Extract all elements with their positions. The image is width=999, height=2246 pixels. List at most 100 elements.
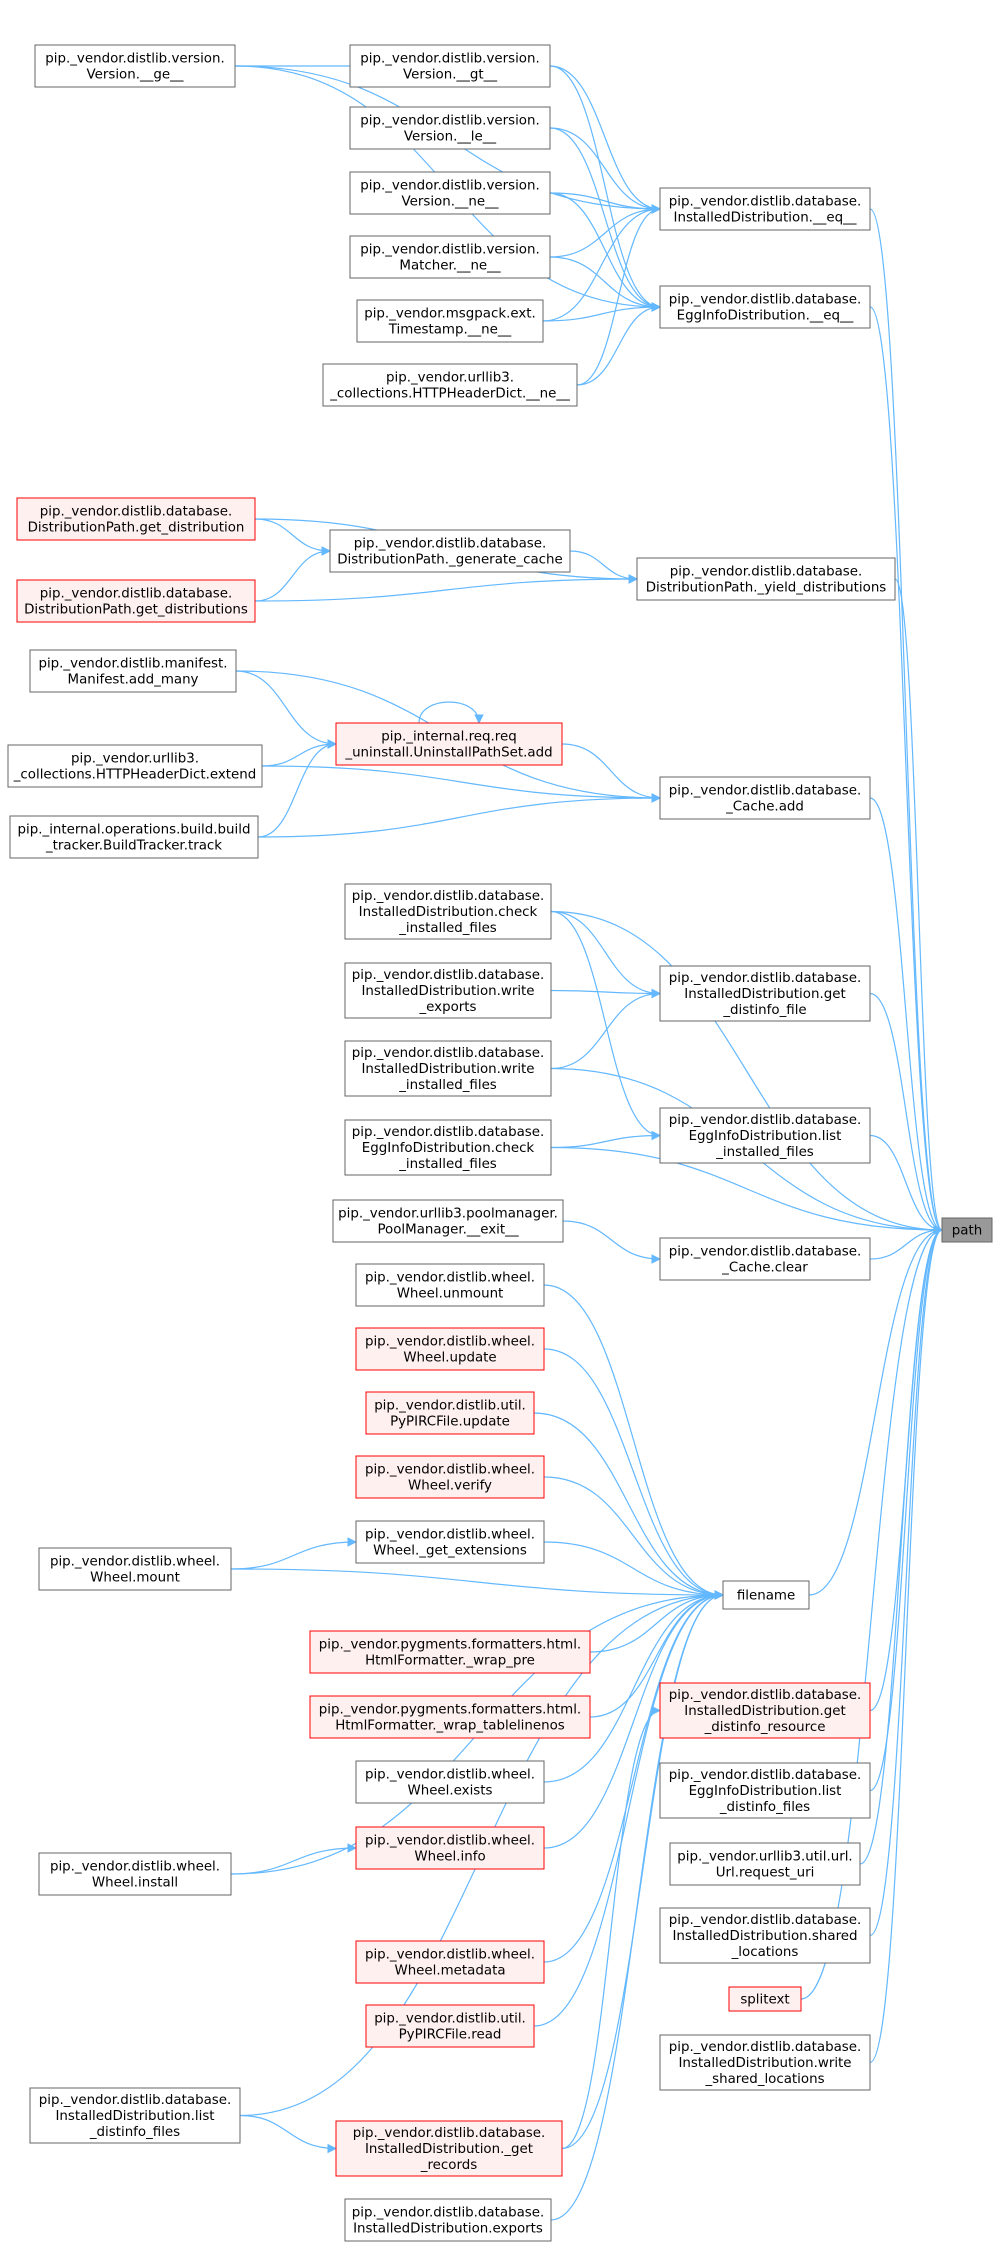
node-box [349, 171, 551, 215]
node-label-line: pip._vendor.distlib.wheel. [365, 1463, 535, 1478]
graph-node-wve[interactable]: pip._vendor.distlib.wheel.Wheel.verify [355, 1455, 545, 1499]
node-label-line: Manifest.add_many [68, 673, 199, 688]
node-label-line: EggInfoDistribution.check [362, 1141, 535, 1156]
graph-node-cadd[interactable]: pip._vendor.distlib.database._Cache.add [659, 776, 871, 820]
node-box [329, 529, 571, 573]
graph-node-hext[interactable]: pip._vendor.urllib3._collections.HTTPHea… [7, 744, 263, 788]
graph-node-yd[interactable]: pip._vendor.distlib.database.Distributio… [636, 557, 896, 601]
graph-node-cif[interactable]: pip._vendor.distlib.database.InstalledDi… [344, 883, 552, 940]
edge-n_hwp-to-n_fn [589, 1590, 724, 1653]
graph-node-ildf[interactable]: pip._vendor.distlib.database.InstalledDi… [29, 2087, 241, 2144]
graph-node-fn[interactable]: filename [722, 1580, 810, 1610]
graph-node-hwp[interactable]: pip._vendor.pygments.formatters.html.Htm… [309, 1630, 591, 1674]
edge-n_prd-to-n_fn [533, 1590, 724, 2027]
node-label-line: pip._vendor.distlib.version. [360, 52, 540, 67]
node-label-line: Wheel._get_extensions [373, 1544, 527, 1559]
graph-node-mne[interactable]: pip._vendor.distlib.version.Matcher.__ne… [349, 235, 551, 279]
node-box [365, 1391, 535, 1435]
graph-node-gt[interactable]: pip._vendor.distlib.version.Version.__gt… [349, 44, 551, 88]
node-box [355, 1327, 545, 1371]
node-label-line: Version.__ge__ [86, 68, 183, 83]
graph-node-pup[interactable]: pip._vendor.distlib.util.PyPIRCFile.upda… [365, 1391, 535, 1435]
edge-n_cif-to-n_elif [550, 910, 661, 1141]
graph-node-isl[interactable]: pip._vendor.distlib.database.InstalledDi… [659, 1907, 871, 1964]
node-label-line: pip._vendor.distlib.database. [669, 971, 862, 986]
graph-node-gds[interactable]: pip._vendor.distlib.database.Distributio… [16, 579, 256, 623]
graph-node-ideq[interactable]: pip._vendor.distlib.database.InstalledDi… [659, 187, 871, 231]
graph-node-uru[interactable]: pip._vendor.urllib3.util.url.Url.request… [669, 1842, 861, 1886]
node-label-line: InstalledDistribution.get [684, 987, 845, 1002]
node-box [332, 1199, 564, 1243]
node-label-line: pip._vendor.distlib.wheel. [50, 1860, 220, 1875]
graph-node-iwsl[interactable]: pip._vendor.distlib.database.InstalledDi… [659, 2034, 871, 2091]
graph-node-vne[interactable]: pip._vendor.distlib.version.Version.__ne… [349, 171, 551, 215]
graph-node-winst[interactable]: pip._vendor.distlib.wheel.Wheel.install [38, 1852, 232, 1896]
node-label-line: Wheel.info [414, 1850, 485, 1865]
graph-node-gdr[interactable]: pip._vendor.distlib.database.InstalledDi… [659, 1682, 871, 1739]
node-label-line: pip._vendor.distlib.database. [354, 537, 547, 552]
node-box [659, 2034, 871, 2091]
graph-node-cclr[interactable]: pip._vendor.distlib.database._Cache.clea… [659, 1237, 871, 1281]
node-label-line: pip._vendor.distlib.wheel. [365, 1768, 535, 1783]
node-box [355, 1940, 545, 1984]
node-label-line: pip._vendor.distlib.database. [40, 505, 233, 520]
node-box [355, 1263, 545, 1307]
graph-node-wif[interactable]: pip._vendor.distlib.database.InstalledDi… [344, 1040, 552, 1097]
graph-node-mam[interactable]: pip._vendor.distlib.manifest.Manifest.ad… [29, 649, 237, 693]
edge-n_gt-to-n_ideq [549, 65, 661, 214]
edge-n_wmo-to-n_wgx [230, 1537, 357, 1570]
node-label-line: pip._vendor.pygments.formatters.html. [319, 1703, 581, 1718]
edge-n_edeq-to-n_path [869, 306, 943, 1235]
node-box [344, 962, 552, 1019]
graph-node-wun[interactable]: pip._vendor.distlib.wheel.Wheel.unmount [355, 1263, 545, 1307]
graph-node-eldf[interactable]: pip._vendor.distlib.database.EggInfoDist… [659, 1762, 871, 1819]
graph-node-ecif[interactable]: pip._vendor.distlib.database.EggInfoDist… [344, 1119, 552, 1176]
node-box [355, 1455, 545, 1499]
node-label-line: EggInfoDistribution.list [689, 1784, 842, 1799]
graph-node-hne[interactable]: pip._vendor.urllib3._collections.HTTPHea… [322, 363, 578, 407]
graph-node-wup[interactable]: pip._vendor.distlib.wheel.Wheel.update [355, 1327, 545, 1371]
graph-node-wex[interactable]: pip._vendor.distlib.database.InstalledDi… [344, 962, 552, 1019]
graph-node-iex[interactable]: pip._vendor.distlib.database.InstalledDi… [344, 2198, 552, 2242]
graph-node-igr[interactable]: pip._vendor.distlib.database.InstalledDi… [335, 2120, 563, 2177]
edge-n_elif-to-n_path [869, 1134, 943, 1235]
graph-node-hwt[interactable]: pip._vendor.pygments.formatters.html.Htm… [309, 1695, 591, 1739]
node-label-line: InstalledDistribution.write [361, 1062, 534, 1077]
graph-node-pme[interactable]: pip._vendor.urllib3.poolmanager.PoolMana… [332, 1199, 564, 1243]
node-label-line: filename [737, 1589, 795, 1604]
edge-n_eldf-to-n_path [869, 1225, 943, 1792]
graph-node-tne[interactable]: pip._vendor.msgpack.ext.Timestamp.__ne__ [356, 299, 544, 343]
graph-node-wexi[interactable]: pip._vendor.distlib.wheel.Wheel.exists [355, 1760, 545, 1804]
graph-node-wgx[interactable]: pip._vendor.distlib.wheel.Wheel._get_ext… [355, 1520, 545, 1564]
edge-n_btt-to-n_uadd [257, 739, 337, 838]
graph-node-gd[interactable]: pip._vendor.distlib.database.Distributio… [16, 497, 256, 541]
graph-node-ge[interactable]: pip._vendor.distlib.version.Version.__ge… [34, 44, 236, 88]
graph-node-le[interactable]: pip._vendor.distlib.version.Version.__le… [349, 106, 551, 150]
node-label-line: path [952, 1224, 982, 1239]
graph-node-gc[interactable]: pip._vendor.distlib.database.Distributio… [329, 529, 571, 573]
edge-n_gc-to-n_yd [569, 550, 638, 584]
node-box [7, 744, 263, 788]
graph-node-splt[interactable]: splitext [728, 1986, 802, 2012]
node-box [722, 1580, 810, 1610]
edge-n_gds-to-n_gc [254, 546, 331, 602]
graph-node-gdf[interactable]: pip._vendor.distlib.database.InstalledDi… [659, 965, 871, 1022]
node-label-line: _installed_files [715, 1145, 814, 1160]
node-box [659, 1762, 871, 1819]
graph-node-winf[interactable]: pip._vendor.distlib.wheel.Wheel.info [355, 1826, 545, 1870]
graph-node-edeq[interactable]: pip._vendor.distlib.database.EggInfoDist… [659, 285, 871, 329]
graph-node-uadd[interactable]: pip._internal.req.req_uninstall.Uninstal… [335, 722, 563, 766]
graph-node-prd[interactable]: pip._vendor.distlib.util.PyPIRCFile.read [365, 2004, 535, 2048]
node-box [344, 1040, 552, 1097]
edge-n_vne-to-n_edeq [549, 192, 661, 312]
graph-node-elif[interactable]: pip._vendor.distlib.database.EggInfoDist… [659, 1107, 871, 1164]
node-layer: pip._vendor.distlib.version. Version.__ge… [7, 44, 993, 2242]
graph-node-path[interactable]: path [941, 1217, 993, 1243]
edge-n_ecif-to-n_elif [550, 1130, 661, 1149]
graph-node-wmd[interactable]: pip._vendor.distlib.wheel.Wheel.metadata [355, 1940, 545, 1984]
graph-node-btt[interactable]: pip._internal.operations.build.build_tra… [9, 815, 259, 859]
node-label-line: pip._vendor.distlib.database. [40, 587, 233, 602]
node-label-line: InstalledDistribution.get [684, 1704, 845, 1719]
graph-node-wmo[interactable]: pip._vendor.distlib.wheel.Wheel.mount [38, 1547, 232, 1591]
node-box [355, 1520, 545, 1564]
